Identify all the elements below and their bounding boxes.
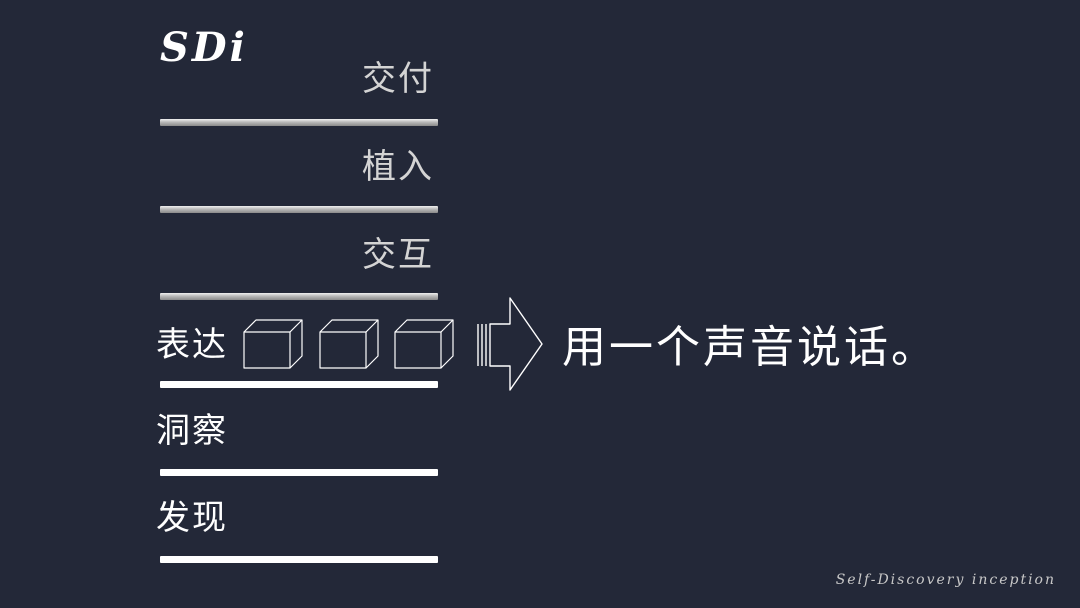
stage-divider-interaction — [160, 293, 438, 300]
stage-label-insight: 洞察 — [156, 411, 228, 451]
stage-label-discovery: 发现 — [156, 498, 228, 538]
logo: SDi — [160, 24, 248, 71]
stage-divider-insight — [160, 469, 438, 476]
arrow-right-icon — [477, 297, 543, 391]
stage-divider-expression — [160, 381, 438, 388]
stage-label-implant: 植入 — [362, 147, 434, 187]
stage-divider-implant — [160, 206, 438, 213]
stage-label-expression: 表达 — [156, 325, 228, 365]
cube-row — [243, 319, 454, 369]
headline-message: 用一个声音说话。 — [562, 322, 938, 373]
stage-divider-delivery — [160, 119, 438, 126]
stage-divider-discovery — [160, 556, 438, 563]
stage-label-interaction: 交互 — [362, 235, 434, 275]
cube-icon — [243, 319, 303, 369]
tagline: Self-Discovery inception — [835, 572, 1056, 588]
cube-icon — [319, 319, 379, 369]
cube-icon — [394, 319, 454, 369]
stage-label-delivery: 交付 — [362, 59, 434, 99]
